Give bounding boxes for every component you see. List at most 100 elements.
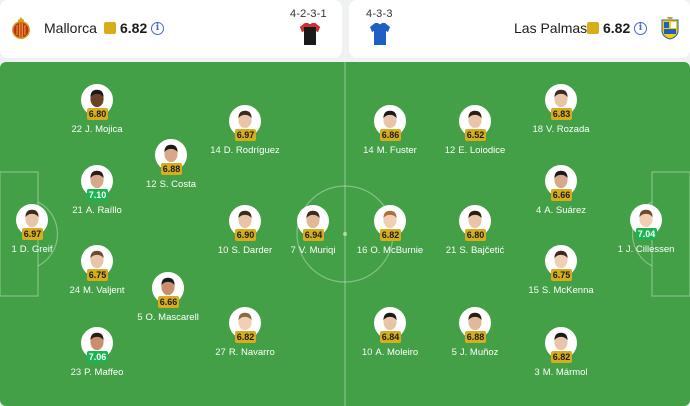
info-icon[interactable]: i — [151, 22, 164, 35]
player-number: 10 — [217, 245, 229, 256]
player-name: D. Rodríguez — [223, 145, 280, 156]
player-number: 21 — [445, 245, 457, 256]
player-number: 21 — [72, 205, 83, 216]
player-rating-badge: 6.94 — [303, 229, 324, 241]
player-rating-badge: 6.84 — [380, 331, 401, 343]
player-name: P. Maffeo — [84, 367, 124, 378]
player-rating-badge: 6.86 — [380, 129, 401, 141]
player-rating-badge: 6.97 — [235, 129, 256, 141]
player-name: S. Bajčetić — [459, 245, 505, 256]
player-number: 1 — [11, 244, 17, 255]
player-number: 5 — [451, 347, 457, 358]
player-name: M. Fuster — [376, 145, 417, 156]
player-number: 27 — [215, 347, 226, 358]
player-number: 14 — [210, 145, 221, 156]
player-rating-badge: 6.75 — [87, 269, 108, 281]
player-rating-badge: 6.80 — [87, 108, 108, 120]
player-number: 23 — [70, 367, 82, 378]
player-number: 18 — [532, 124, 544, 135]
las-palmas-crest-icon — [661, 17, 679, 40]
player-rating-badge: 7.10 — [87, 189, 108, 201]
player-rating-badge: 6.82 — [551, 351, 572, 363]
away-rating-icon — [587, 22, 599, 34]
player-name: D. Greif — [19, 244, 53, 255]
away-formation: 4-3-3 — [366, 8, 393, 20]
player-number: 24 — [69, 285, 81, 296]
player-rating-badge: 6.97 — [22, 228, 43, 240]
player-number: 12 — [145, 179, 157, 190]
player-rating-badge: 6.83 — [551, 108, 572, 120]
mallorca-crest-icon — [12, 17, 30, 39]
home-team-header: Mallorca 6.82 i 4-2-3-1 — [0, 0, 342, 58]
home-team-rating: 6.82 — [120, 20, 148, 36]
player-number: 15 — [528, 285, 539, 296]
player-rating-badge: 7.06 — [87, 351, 108, 363]
home-formation: 4-2-3-1 — [290, 8, 327, 20]
player-name: O. Mascarell — [145, 312, 199, 323]
player-rating-badge: 7.04 — [636, 228, 657, 240]
player-name: O. McBurnie — [370, 245, 424, 256]
player-rating-badge: 6.88 — [465, 331, 486, 343]
player-name: M. Mármol — [542, 367, 588, 378]
player-name: S. McKenna — [541, 285, 594, 296]
away-kit-icon — [370, 23, 390, 45]
player-name: S. Darder — [231, 245, 273, 256]
info-icon[interactable]: i — [634, 22, 647, 35]
away-team-rating: 6.82 — [603, 20, 631, 36]
home-team-name: Mallorca — [44, 20, 97, 36]
player-rating-badge: 6.88 — [161, 163, 182, 175]
player-rating-badge: 6.66 — [158, 296, 179, 308]
player-name: V. Rozada — [546, 124, 590, 135]
player-rating-badge: 6.80 — [465, 229, 486, 241]
player-number: 4 — [535, 205, 542, 216]
player-rating-badge: 6.75 — [551, 269, 572, 281]
player-number: 10 — [361, 347, 373, 358]
player-rating-badge: 6.82 — [235, 331, 256, 343]
player-rating-badge: 6.82 — [380, 229, 401, 241]
player-number: 1 — [617, 244, 623, 255]
player-name: A. Raíllo — [85, 205, 122, 216]
player-rating-badge: 6.66 — [551, 189, 572, 201]
player-name: R. Navarro — [228, 347, 275, 358]
player-name: J. Mojica — [85, 124, 123, 135]
